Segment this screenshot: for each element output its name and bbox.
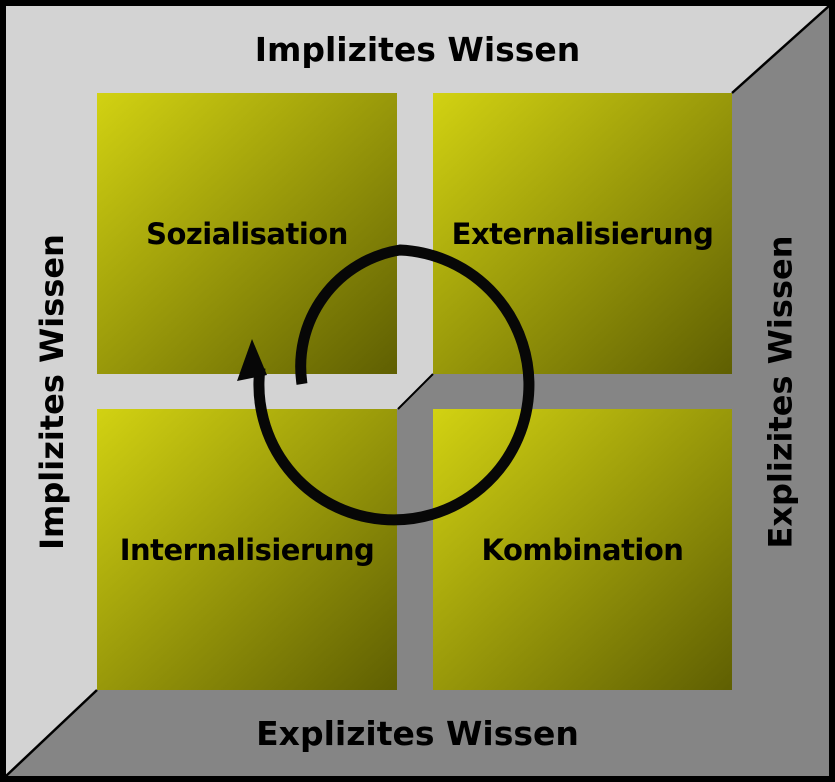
- quadrant-externalisierung-square: [433, 93, 732, 374]
- frame-seam-line-topright: [731, 5, 830, 94]
- cycle-arrowhead-icon: [237, 339, 267, 381]
- quadrant-kombination-square: [433, 409, 732, 690]
- cycle-arrow-icon: [237, 244, 535, 526]
- frame-seam-line-bottomleft: [5, 689, 98, 777]
- frame-seam-line-center: [397, 373, 434, 410]
- cycle-arrow-arc: [253, 244, 535, 526]
- quadrant-sozialisation-square: [97, 93, 397, 374]
- quadrant-internalisierung-square: [97, 409, 397, 690]
